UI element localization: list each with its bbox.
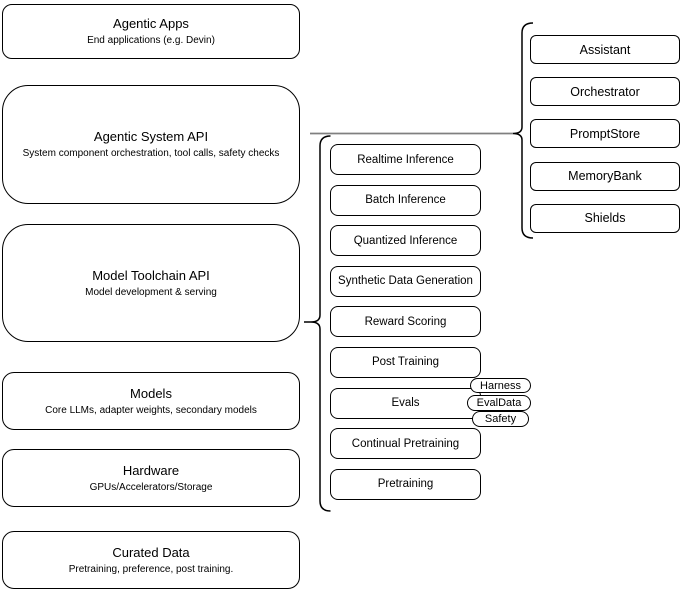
node-reward-scoring: Reward Scoring bbox=[330, 306, 481, 338]
node-hardware: Hardware GPUs/Accelerators/Storage bbox=[2, 449, 300, 507]
node-title: Agentic Apps bbox=[113, 16, 189, 31]
node-model-toolchain-api: Model Toolchain API Model development & … bbox=[2, 224, 300, 342]
node-subtitle: GPUs/Accelerators/Storage bbox=[89, 481, 213, 493]
node-promptstore: PromptStore bbox=[530, 119, 680, 149]
node-models: Models Core LLMs, adapter weights, secon… bbox=[2, 372, 300, 430]
node-subtitle: Model development & serving bbox=[85, 286, 217, 298]
node-quantized-inference: Quantized Inference bbox=[330, 225, 481, 257]
node-continual-pretraining: Continual Pretraining bbox=[330, 428, 481, 460]
eval-tag-harness: Harness bbox=[470, 378, 531, 393]
node-shields: Shields bbox=[530, 203, 680, 233]
node-subtitle: Core LLMs, adapter weights, secondary mo… bbox=[45, 404, 257, 416]
node-post-training: Post Training bbox=[330, 346, 481, 378]
node-assistant: Assistant bbox=[530, 35, 680, 64]
node-agentic-system-api: Agentic System API System component orch… bbox=[2, 85, 300, 204]
node-title: Curated Data bbox=[112, 544, 190, 560]
node-title: Agentic System API bbox=[93, 129, 209, 144]
node-subtitle: Pretraining, preference, post training. bbox=[68, 563, 234, 575]
node-curated-data: Curated Data Pretraining, preference, po… bbox=[2, 531, 300, 589]
node-synthetic-data-generation: Synthetic Data Generation bbox=[330, 265, 481, 297]
node-pretraining: Pretraining bbox=[330, 468, 481, 500]
node-memorybank: MemoryBank bbox=[530, 161, 680, 191]
node-title: Hardware bbox=[122, 462, 180, 478]
node-title: Model Toolchain API bbox=[92, 267, 210, 283]
node-agentic-apps: Agentic Apps End applications (e.g. Devi… bbox=[2, 4, 300, 59]
system-components-group: Assistant Orchestrator PromptStore Memor… bbox=[530, 35, 680, 233]
node-title: Models bbox=[130, 385, 172, 401]
node-realtime-inference: Realtime Inference bbox=[330, 144, 481, 175]
eval-tag-safety: Safety bbox=[472, 411, 529, 427]
node-evals: Evals bbox=[330, 387, 481, 419]
eval-tag-evaldata: EvalData bbox=[467, 395, 531, 411]
toolchain-group-brace bbox=[310, 135, 331, 512]
node-subtitle: System component orchestration, tool cal… bbox=[22, 148, 280, 159]
toolchain-group: Realtime Inference Batch Inference Quant… bbox=[330, 144, 481, 500]
node-batch-inference: Batch Inference bbox=[330, 184, 481, 216]
node-orchestrator: Orchestrator bbox=[530, 77, 680, 107]
node-subtitle: End applications (e.g. Devin) bbox=[87, 35, 215, 46]
